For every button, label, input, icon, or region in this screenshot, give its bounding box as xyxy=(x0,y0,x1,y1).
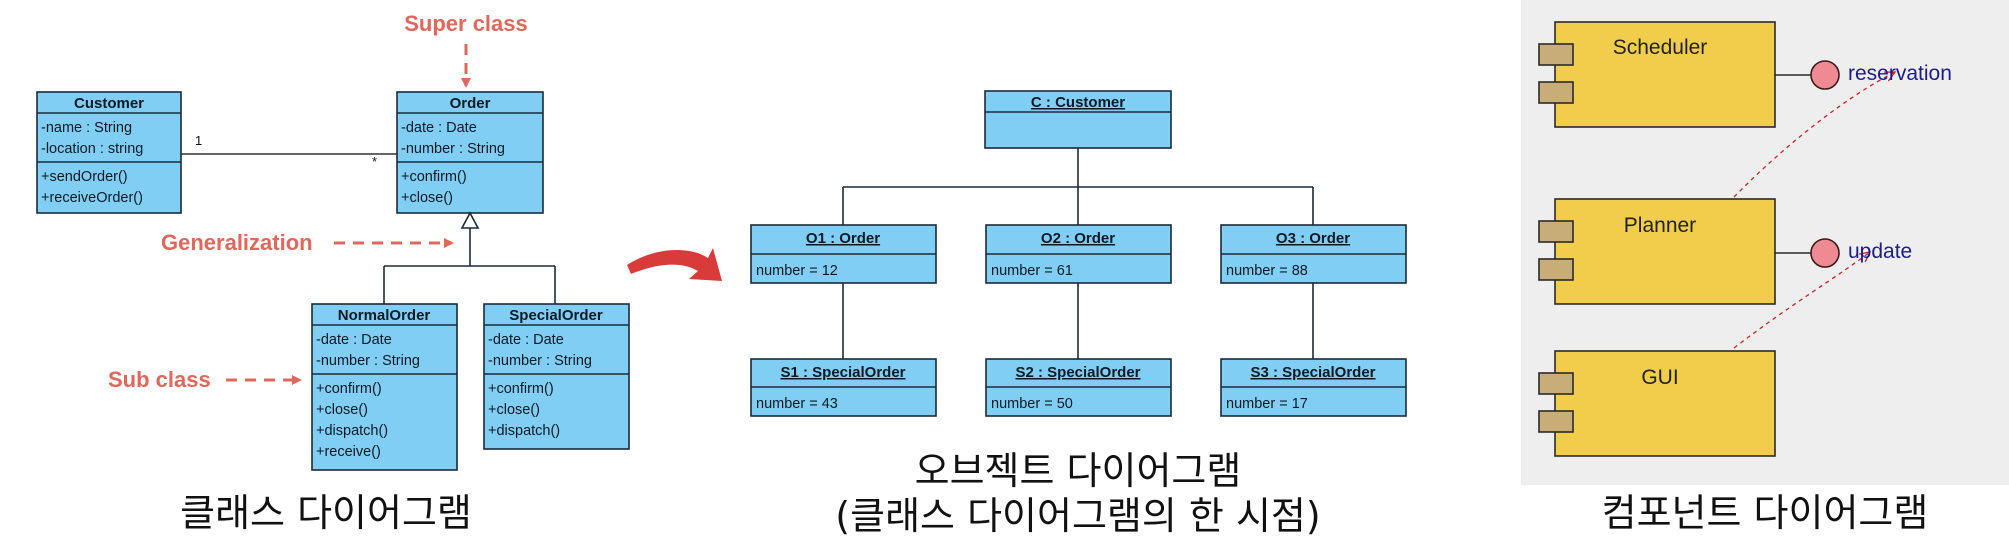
object-value: number = 61 xyxy=(991,263,1073,279)
object-value: number = 88 xyxy=(1226,263,1308,279)
generalization-connector xyxy=(383,211,556,304)
component-name: Scheduler xyxy=(1613,36,1708,59)
class-operation: +close() xyxy=(316,402,368,418)
interface-lollipop-icon xyxy=(1810,238,1840,268)
class-attribute: -name : String xyxy=(41,120,132,136)
class-operation: +close() xyxy=(401,190,453,206)
object-value: number = 43 xyxy=(756,396,838,412)
object-order-1: O1 : Order number = 12 xyxy=(750,224,937,284)
object-order-3: O3 : Order number = 88 xyxy=(1220,224,1407,284)
class-operation: +dispatch() xyxy=(488,423,560,439)
object-name: S3 : SpecialOrder xyxy=(1250,364,1375,381)
object-special-order-1: S1 : SpecialOrder number = 43 xyxy=(750,358,937,417)
multiplicity-label: 1 xyxy=(195,133,202,148)
class-attribute: -location : string xyxy=(41,141,143,157)
object-special-order-3: S3 : SpecialOrder number = 17 xyxy=(1220,358,1407,417)
caption-class-diagram: 클래스 다이어그램 xyxy=(180,491,472,535)
class-customer: Customer -name : String -location : stri… xyxy=(36,91,182,214)
object-value: number = 50 xyxy=(991,396,1073,412)
class-name: SpecialOrder xyxy=(509,307,603,324)
component-name: Planner xyxy=(1624,214,1696,237)
object-name: O1 : Order xyxy=(806,230,880,247)
class-special-order: SpecialOrder -date : Date -number : Stri… xyxy=(483,303,630,450)
component-planner: Planner update xyxy=(1538,198,1912,305)
object-special-order-2: S2 : SpecialOrder number = 50 xyxy=(985,358,1172,417)
class-operation: +confirm() xyxy=(401,169,467,185)
object-name: O3 : Order xyxy=(1276,230,1350,247)
caption-component-diagram: 컴포넌트 다이어그램 xyxy=(1602,491,1929,535)
class-diagram: Customer -name : String -location : stri… xyxy=(36,11,630,535)
annotation-generalization: Generalization xyxy=(161,230,313,255)
class-name: Customer xyxy=(74,95,144,112)
class-order: Order -date : Date -number : String +con… xyxy=(396,91,544,214)
interface-lollipop-icon xyxy=(1810,60,1840,90)
class-attribute: -date : Date xyxy=(488,332,564,348)
annotation-sub-class: Sub class xyxy=(108,367,211,392)
component-name: GUI xyxy=(1641,366,1678,389)
class-operation: +confirm() xyxy=(488,381,554,397)
object-diagram: C : Customer O1 : Order number = 12 O2 :… xyxy=(750,90,1407,538)
class-operation: +confirm() xyxy=(316,381,382,397)
class-attribute: -date : Date xyxy=(316,332,392,348)
class-operation: +receiveOrder() xyxy=(41,190,143,206)
object-name: O2 : Order xyxy=(1041,230,1115,247)
object-name: C : Customer xyxy=(1031,94,1125,111)
caption-object-diagram-subtitle: (클래스 다이어그램의 한 시점) xyxy=(835,494,1320,538)
interface-label: reservation xyxy=(1848,62,1952,85)
component-gui: GUI xyxy=(1538,350,1776,457)
object-customer: C : Customer xyxy=(984,90,1172,149)
class-operation: +receive() xyxy=(316,444,381,460)
object-order-2: O2 : Order number = 61 xyxy=(985,224,1172,284)
multiplicity-label: * xyxy=(372,154,377,169)
class-attribute: -date : Date xyxy=(401,120,477,136)
dependency-arrow xyxy=(1733,252,1870,349)
interface-label: update xyxy=(1848,240,1912,263)
object-value: number = 12 xyxy=(756,263,838,279)
caption-object-diagram: 오브젝트 다이어그램 xyxy=(915,449,1242,493)
component-scheduler: Scheduler reservation xyxy=(1538,21,1952,128)
class-operation: +sendOrder() xyxy=(41,169,128,185)
object-value: number = 17 xyxy=(1226,396,1308,412)
component-diagram: Scheduler reservation Planner update GUI… xyxy=(1521,0,2009,535)
class-name: Order xyxy=(450,95,491,112)
class-attribute: -number : String xyxy=(316,353,420,369)
class-normal-order: NormalOrder -date : Date -number : Strin… xyxy=(311,303,458,471)
class-attribute: -number : String xyxy=(401,141,505,157)
annotation-super-class: Super class xyxy=(404,11,528,36)
class-name: NormalOrder xyxy=(338,307,431,324)
object-name: S2 : SpecialOrder xyxy=(1015,364,1140,381)
object-name: S1 : SpecialOrder xyxy=(780,364,905,381)
dependency-arrow xyxy=(1733,72,1895,198)
class-operation: +close() xyxy=(488,402,540,418)
class-operation: +dispatch() xyxy=(316,423,388,439)
transition-arrow-icon xyxy=(627,248,722,281)
class-attribute: -number : String xyxy=(488,353,592,369)
